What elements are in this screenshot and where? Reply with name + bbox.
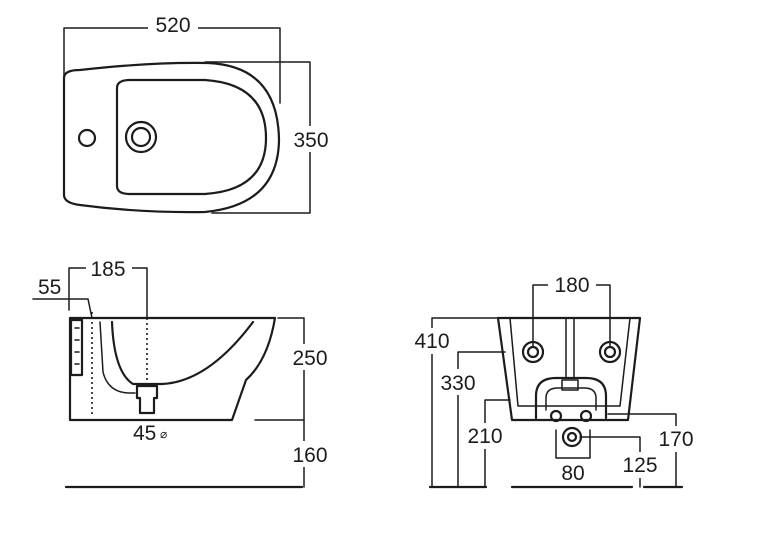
back-view: 180 80 410 330 210 170	[412, 272, 698, 489]
dim-line-170	[607, 413, 677, 488]
label-spacing-180: 180	[554, 274, 589, 297]
dim-line-330	[457, 351, 506, 488]
drain-fitting-icon	[561, 426, 583, 448]
mounting-bolt-right-core	[603, 345, 617, 359]
label-height-125: 125	[622, 454, 657, 477]
mounting-bolt-right-icon	[598, 340, 622, 364]
label-height-410: 410	[414, 330, 449, 353]
label-height-330: 330	[440, 372, 475, 395]
label-mask	[654, 426, 698, 452]
dim-line-55	[32, 298, 93, 319]
inner-wall-side	[99, 321, 136, 394]
drain-inner-icon	[130, 126, 152, 148]
label-mask	[548, 272, 596, 298]
top-view: 520 350	[62, 12, 332, 214]
tap-hole-icon	[77, 128, 97, 148]
dim-line-410	[431, 317, 499, 488]
drain-outer-icon	[124, 120, 158, 154]
label-depth-350: 350	[293, 129, 328, 152]
label-height-210: 210	[467, 425, 502, 448]
wall-plate-slots	[74, 327, 80, 365]
label-spacing-80: 80	[561, 462, 584, 485]
bidet-outline-back	[496, 316, 642, 422]
trap-connector	[561, 379, 579, 391]
mounting-bolt-left-icon	[521, 340, 545, 364]
bidet-outline-top	[62, 61, 281, 214]
label-mask	[288, 126, 332, 152]
label-mask	[465, 423, 509, 449]
diameter-symbol: ⌀	[160, 427, 167, 441]
label-mask	[290, 344, 334, 370]
label-offset-55: 55	[38, 276, 61, 299]
trap-inner-back	[545, 387, 597, 411]
mounting-bolt-left-core	[526, 345, 540, 359]
side-view: 55 185 45 ⌀ 250 160	[32, 256, 334, 489]
label-mask	[86, 256, 132, 272]
dim-line-80	[555, 429, 591, 459]
bowl-inner-side	[110, 320, 255, 386]
label-mask	[412, 328, 456, 354]
back-center-rib	[565, 317, 575, 379]
drain-fitting-core	[566, 431, 578, 443]
label-outlet-45: 45	[133, 422, 156, 445]
label-mask	[148, 12, 198, 38]
label-height-250: 250	[292, 347, 327, 370]
trap-opening-back	[534, 376, 608, 420]
outlet-pipe	[135, 384, 159, 415]
label-height-170: 170	[658, 428, 693, 451]
dim-line-width	[63, 27, 281, 104]
back-inner-frame	[509, 317, 631, 407]
supply-right-icon	[579, 409, 593, 423]
bowl-inner-top	[115, 78, 268, 196]
label-offset-185: 185	[90, 258, 125, 281]
label-mask	[620, 452, 664, 478]
label-mask	[290, 441, 334, 467]
dim-line-210	[484, 399, 511, 488]
bidet-outline-side	[68, 316, 277, 422]
label-mask	[438, 369, 482, 395]
label-height-160: 160	[292, 444, 327, 467]
label-width-520: 520	[155, 14, 190, 37]
supply-left-icon	[549, 409, 563, 423]
